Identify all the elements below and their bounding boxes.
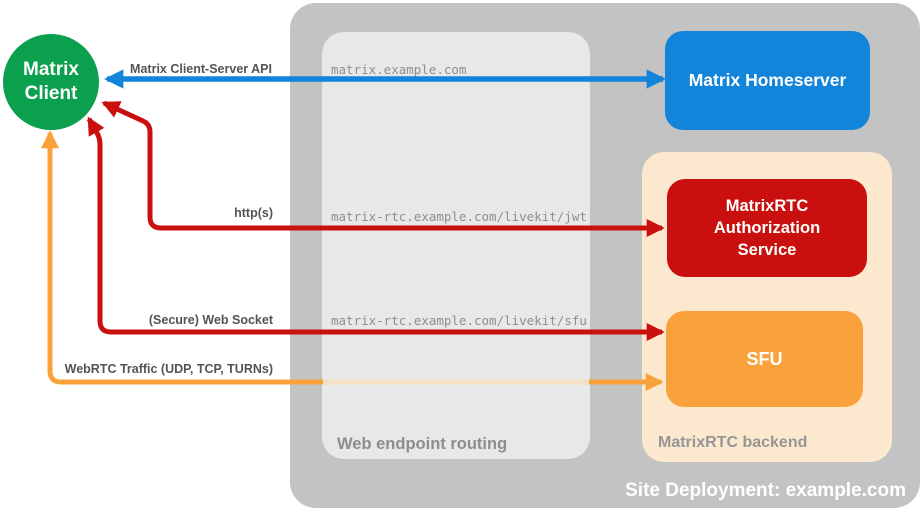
matrix-client-label: Matrix Client [23, 59, 79, 104]
web-endpoint-routing-panel [322, 32, 590, 459]
endpoint-matrix-example-com: matrix.example.com [331, 62, 467, 77]
matrixrtc-authorization-service-label: MatrixRTC Authorization Service [713, 197, 821, 259]
matrix-homeserver-node: Matrix Homeserver [665, 31, 870, 130]
endpoint-livekit-jwt: matrix-rtc.example.com/livekit/jwt [331, 209, 587, 224]
https-arrow-label: http(s) [234, 206, 273, 220]
matrixrtc-authorization-service-node: MatrixRTC Authorization Service [667, 179, 867, 277]
web-endpoint-routing-caption: Web endpoint routing [337, 435, 508, 453]
sfu-label: SFU [746, 348, 783, 369]
site-deployment-caption: Site Deployment: example.com [625, 480, 906, 501]
matrix-client-node: Matrix Client [3, 34, 99, 130]
sfu-node: SFU [666, 311, 863, 407]
matrix-homeserver-label: Matrix Homeserver [688, 70, 847, 90]
endpoint-livekit-sfu: matrix-rtc.example.com/livekit/sfu [331, 313, 587, 328]
webrtc-traffic-arrow-label: WebRTC Traffic (UDP, TCP, TURNs) [64, 362, 273, 376]
web-socket-arrow-label: (Secure) Web Socket [148, 313, 273, 327]
client-server-api-arrow-label: Matrix Client-Server API [130, 62, 272, 76]
matrixrtc-backend-caption: MatrixRTC backend [658, 434, 808, 451]
